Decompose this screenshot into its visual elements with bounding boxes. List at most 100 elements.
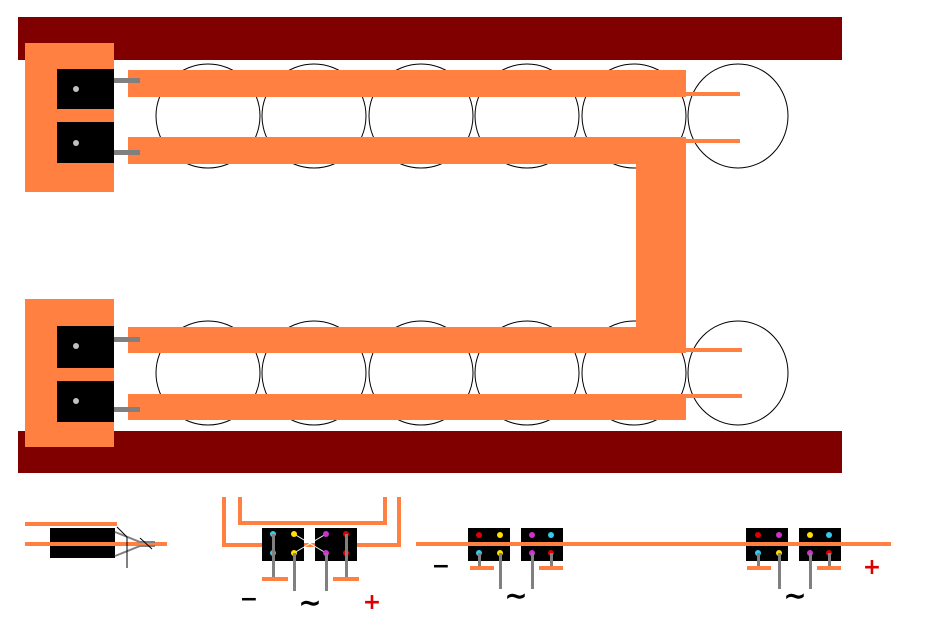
u-frame-bottom xyxy=(222,543,401,547)
lead xyxy=(325,553,328,591)
lead xyxy=(531,553,534,589)
pin-dot xyxy=(73,86,79,92)
lead xyxy=(550,553,553,569)
upper-cell xyxy=(368,63,474,169)
pin xyxy=(114,78,140,83)
terminal-dot-yellow xyxy=(497,532,503,538)
diode-block xyxy=(315,528,357,561)
side-lead-outline xyxy=(116,526,128,538)
terminal-dot-yellow xyxy=(291,531,297,537)
terminal-dot-red xyxy=(755,532,761,538)
terminal-block xyxy=(57,326,114,368)
connector-upper xyxy=(25,43,140,192)
terminal-block xyxy=(57,122,114,163)
pin-dot xyxy=(73,398,79,404)
lead xyxy=(293,553,296,591)
lower-cell xyxy=(261,320,367,426)
lower-cell xyxy=(581,320,687,426)
long-strip xyxy=(416,542,891,546)
lead xyxy=(778,553,781,589)
upper-cell-row xyxy=(155,63,789,169)
lead-strip xyxy=(817,566,841,570)
pin xyxy=(114,337,140,342)
long-strip-overlay xyxy=(746,542,841,546)
lead xyxy=(272,534,275,580)
bus-strips xyxy=(128,70,742,420)
diode-block xyxy=(262,528,304,561)
lower-cell xyxy=(368,320,474,426)
side-lead xyxy=(114,531,155,543)
upper-cell xyxy=(261,63,367,169)
side-block-band xyxy=(50,542,115,546)
vertical-connector xyxy=(636,137,686,353)
lead-strip xyxy=(333,577,359,581)
u-frame-left xyxy=(222,497,226,547)
lead xyxy=(757,553,760,569)
u-frame-right xyxy=(397,497,401,547)
terminal-dot-cyan xyxy=(548,532,554,538)
lead xyxy=(499,553,502,589)
lead-strip xyxy=(539,566,563,570)
connector-plate xyxy=(25,299,114,447)
lead xyxy=(809,553,812,589)
minus-label: − xyxy=(240,587,258,612)
terminal-block xyxy=(57,381,114,422)
long-strip-overlay xyxy=(468,542,563,546)
side-strip xyxy=(25,522,117,526)
terminal-dot-magenta xyxy=(776,532,782,538)
terminal-dot-cyan xyxy=(826,532,832,538)
upper-cell xyxy=(687,63,789,169)
lower-cell xyxy=(474,320,580,426)
minus-label: − xyxy=(432,554,450,579)
connector-lower xyxy=(25,299,140,447)
lower-cell-row xyxy=(155,320,789,426)
lower-strip-top xyxy=(128,327,686,353)
lead-strip xyxy=(747,566,771,570)
terminal-dot-red xyxy=(476,532,482,538)
upper-cell xyxy=(581,63,687,169)
lead-strip xyxy=(470,566,494,570)
plus-label: + xyxy=(863,555,881,580)
terminal-dot-yellow xyxy=(807,532,813,538)
side-lead-outline xyxy=(139,537,153,550)
terminal-dot-magenta xyxy=(323,531,329,537)
inner-frame-left xyxy=(238,497,242,525)
lead xyxy=(478,553,481,569)
tab xyxy=(686,348,742,352)
lead xyxy=(828,553,831,569)
bridge-group-2 xyxy=(468,528,563,589)
bottom-rail xyxy=(18,431,842,473)
side-view-group xyxy=(25,522,167,568)
side-lead xyxy=(114,545,155,557)
bridge-group-3 xyxy=(746,528,841,589)
cross-wire xyxy=(293,533,327,554)
top-rail xyxy=(18,17,842,60)
lower-strip-bottom xyxy=(128,394,686,420)
ac-label: ∼ xyxy=(783,579,806,612)
upper-strip-top xyxy=(128,70,686,97)
pin xyxy=(114,150,140,155)
plus-label: + xyxy=(363,590,381,615)
ac-label: ∼ xyxy=(504,579,527,612)
terminal-block xyxy=(57,69,114,109)
ac-label: ∼ xyxy=(298,586,321,619)
upper-cell xyxy=(474,63,580,169)
pin xyxy=(114,407,140,412)
terminal-dot-magenta xyxy=(529,532,535,538)
connector-plate xyxy=(25,43,114,192)
pin-dot xyxy=(73,140,79,146)
tab xyxy=(686,394,742,398)
lead-strip xyxy=(262,577,288,581)
lower-cell xyxy=(155,320,261,426)
lower-cell xyxy=(687,320,789,426)
tab xyxy=(686,92,740,96)
inner-frame-bottom xyxy=(238,521,387,525)
bridge-group-1 xyxy=(222,497,401,591)
upper-strip-bottom xyxy=(128,137,686,164)
pin-dot xyxy=(73,343,79,349)
tab xyxy=(686,139,740,143)
lead xyxy=(345,534,348,580)
upper-cell xyxy=(155,63,261,169)
inner-frame-right xyxy=(383,497,387,525)
